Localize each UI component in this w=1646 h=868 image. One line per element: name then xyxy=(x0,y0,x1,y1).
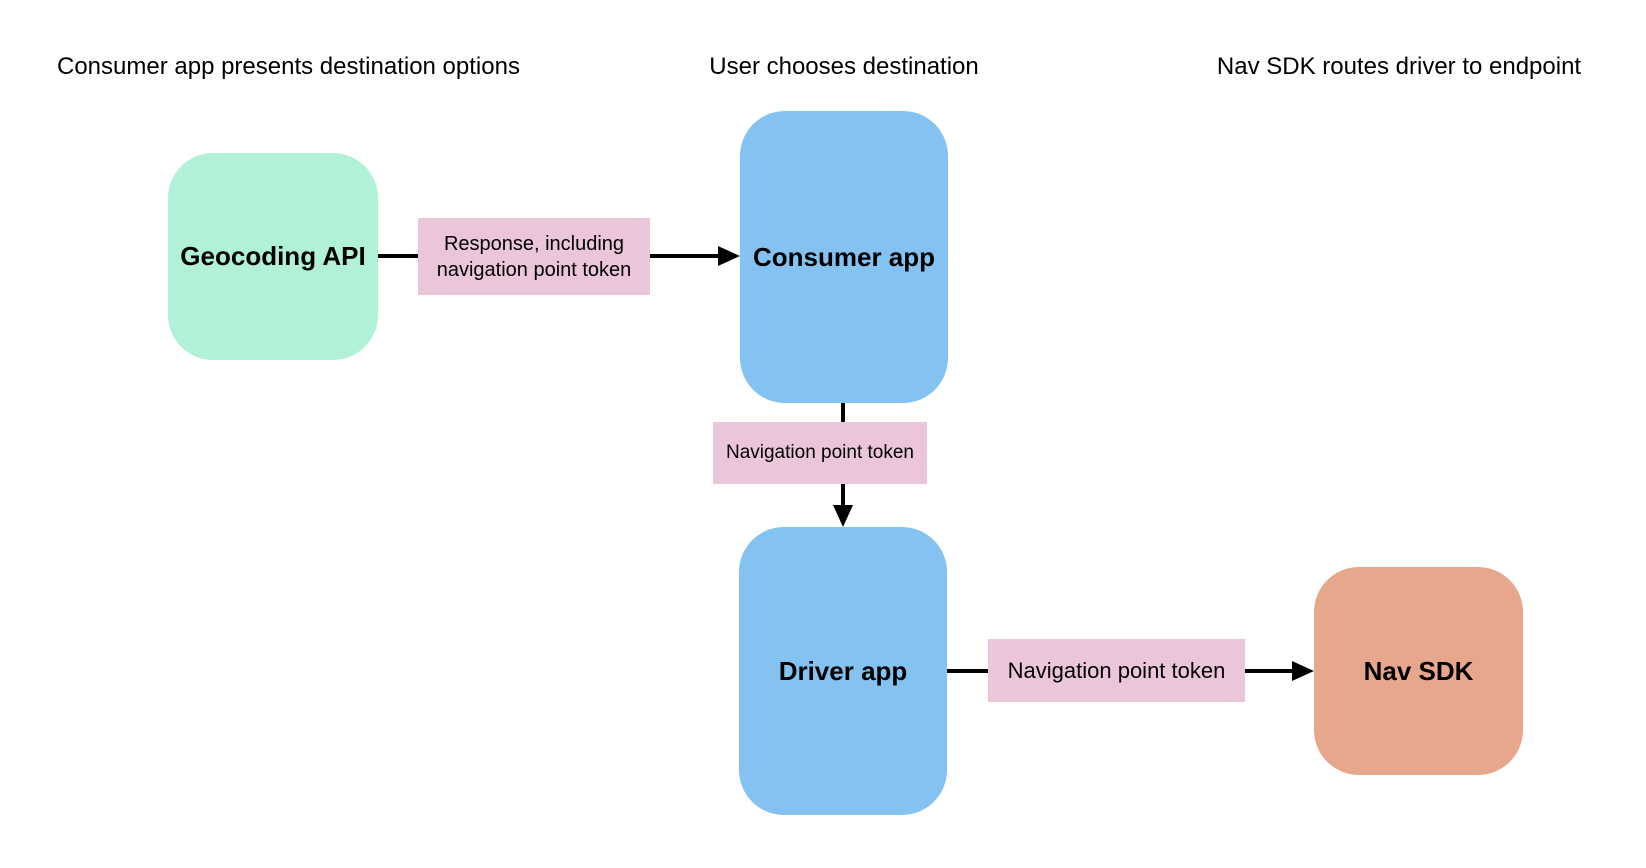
node-driver-app: Driver app xyxy=(739,527,947,815)
node-label: Driver app xyxy=(778,655,908,686)
edge-label-navigation-point-token-horizontal: Navigation point token xyxy=(988,639,1245,702)
node-consumer-app: Consumer app xyxy=(740,111,948,403)
node-geocoding-api: Geocoding API xyxy=(168,153,378,360)
edge-label-text: Navigation point token xyxy=(1007,657,1226,683)
column-header-user-chooses: User chooses destination xyxy=(709,53,979,80)
column-header-consumer-presents: Consumer app presents destination option… xyxy=(57,53,520,80)
arrowhead-right-icon xyxy=(718,246,740,266)
arrowhead-right-icon xyxy=(1292,661,1314,681)
column-header-nav-sdk-routes: Nav SDK routes driver to endpoint xyxy=(1216,53,1582,80)
edge-label-text: Navigation point token xyxy=(725,442,914,463)
node-label: Nav SDK xyxy=(1363,655,1474,686)
node-label: Geocoding API xyxy=(180,241,366,271)
node-label: Consumer app xyxy=(752,241,936,272)
arrowhead-down-icon xyxy=(833,505,853,527)
node-nav-sdk: Nav SDK xyxy=(1314,567,1523,775)
edge-label-response-including-token: Response, including navigation point tok… xyxy=(418,218,650,295)
edge-label-text: Response, including navigation point tok… xyxy=(436,232,632,281)
edge-label-navigation-point-token-vertical: Navigation point token xyxy=(713,422,927,484)
